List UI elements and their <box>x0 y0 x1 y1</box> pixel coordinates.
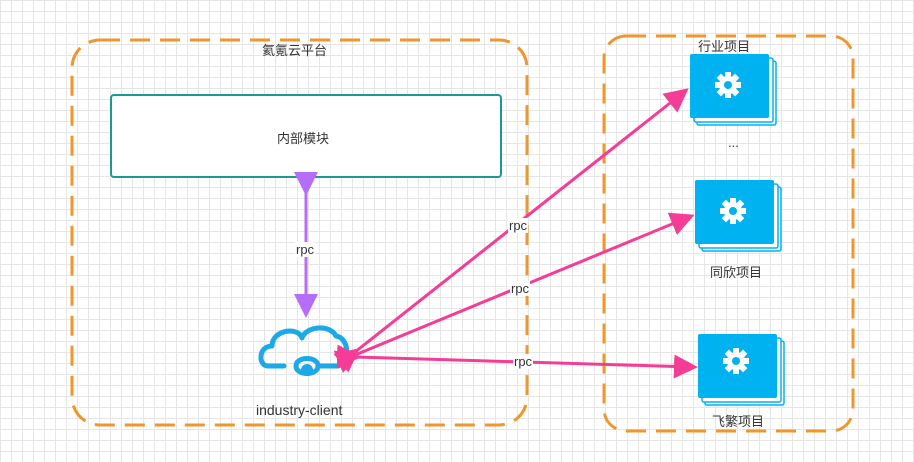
project-label-industry: 行业项目 <box>698 39 751 54</box>
internal-rpc-label: rpc <box>295 242 316 257</box>
inner-module-label: 内部模块 <box>277 131 330 146</box>
rpc-label-feifan: rpc <box>513 354 534 369</box>
project-tile-industry[interactable] <box>690 54 777 126</box>
rpc-label-industry: rpc <box>508 218 529 233</box>
cloud-client-icon[interactable] <box>258 325 350 376</box>
gear-icon <box>715 72 741 98</box>
project-label-ellipsis: ... <box>728 135 739 150</box>
gear-icon <box>723 348 749 374</box>
project-label-tongxin: 同欣项目 <box>710 265 763 280</box>
rpc-label-tongxin: rpc <box>510 281 531 296</box>
gear-icon <box>720 198 746 224</box>
client-label: industry-client <box>256 402 343 418</box>
project-label-feifan: 飞繁项目 <box>712 414 765 429</box>
project-tile-feifan[interactable] <box>698 334 785 406</box>
project-tile-tongxin[interactable] <box>695 180 782 252</box>
platform-title: 氦氪云平台 <box>262 43 328 58</box>
